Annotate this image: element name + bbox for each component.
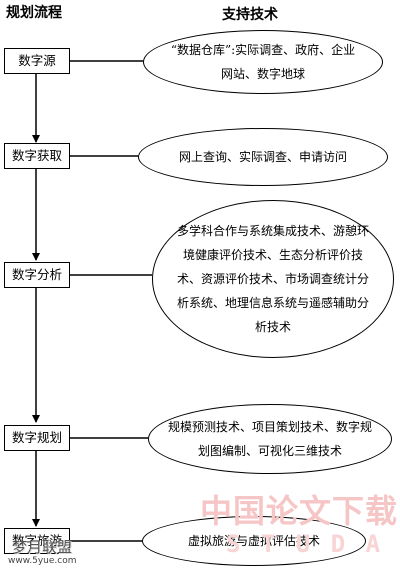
site-url-watermark: www.5yue.com (8, 556, 77, 566)
tech-text-analysis: 多学科合作与系统集成技术、游憩环境健康评价技术、生态分析评价技术、资源评价技术、… (176, 224, 369, 334)
site-name-watermark: 梦月联盟 (12, 538, 73, 556)
tech-oval-acquisition: 网上查询、实际调查、申请访问 (138, 128, 388, 186)
step-box-digital-source: 数字源 (4, 48, 70, 74)
tech-oval-planning: 规模预测技术、项目策划技术、数字规划图编制、可视化三维技术 (148, 404, 392, 474)
tech-oval-source: “数据仓库”:实际调查、政府、企业网站、数字地球 (143, 30, 383, 94)
cnki-watermark: 中国论文下载 (200, 492, 399, 530)
tech-text-acquisition: 网上查询、实际调查、申请访问 (178, 150, 347, 164)
studa-watermark: S T U D A (226, 530, 384, 558)
tech-oval-tourism: 虚拟旅游与虚拟评估技术 (142, 516, 366, 566)
flow-column-header: 规划流程 (6, 5, 62, 21)
tech-oval-analysis: 多学科合作与系统集成技术、游憩环境健康评价技术、生态分析评价技术、资源评价技术、… (152, 200, 394, 358)
tech-text-tourism: 虚拟旅游与虚拟评估技术 (187, 534, 320, 548)
tech-column-header: 支持技术 (222, 7, 278, 23)
step-box-digital-analysis: 数字分析 (4, 262, 70, 288)
tech-text-planning: 规模预测技术、项目策划技术、数字规划图编制、可视化三维技术 (167, 420, 372, 458)
step-box-digital-acquisition: 数字获取 (4, 143, 70, 169)
tech-text-source: “数据仓库”:实际调查、政府、企业网站、数字地球 (170, 43, 356, 81)
step-box-digital-tourism: 数字旅游 (4, 528, 70, 554)
step-box-digital-planning: 数字规划 (4, 425, 70, 451)
